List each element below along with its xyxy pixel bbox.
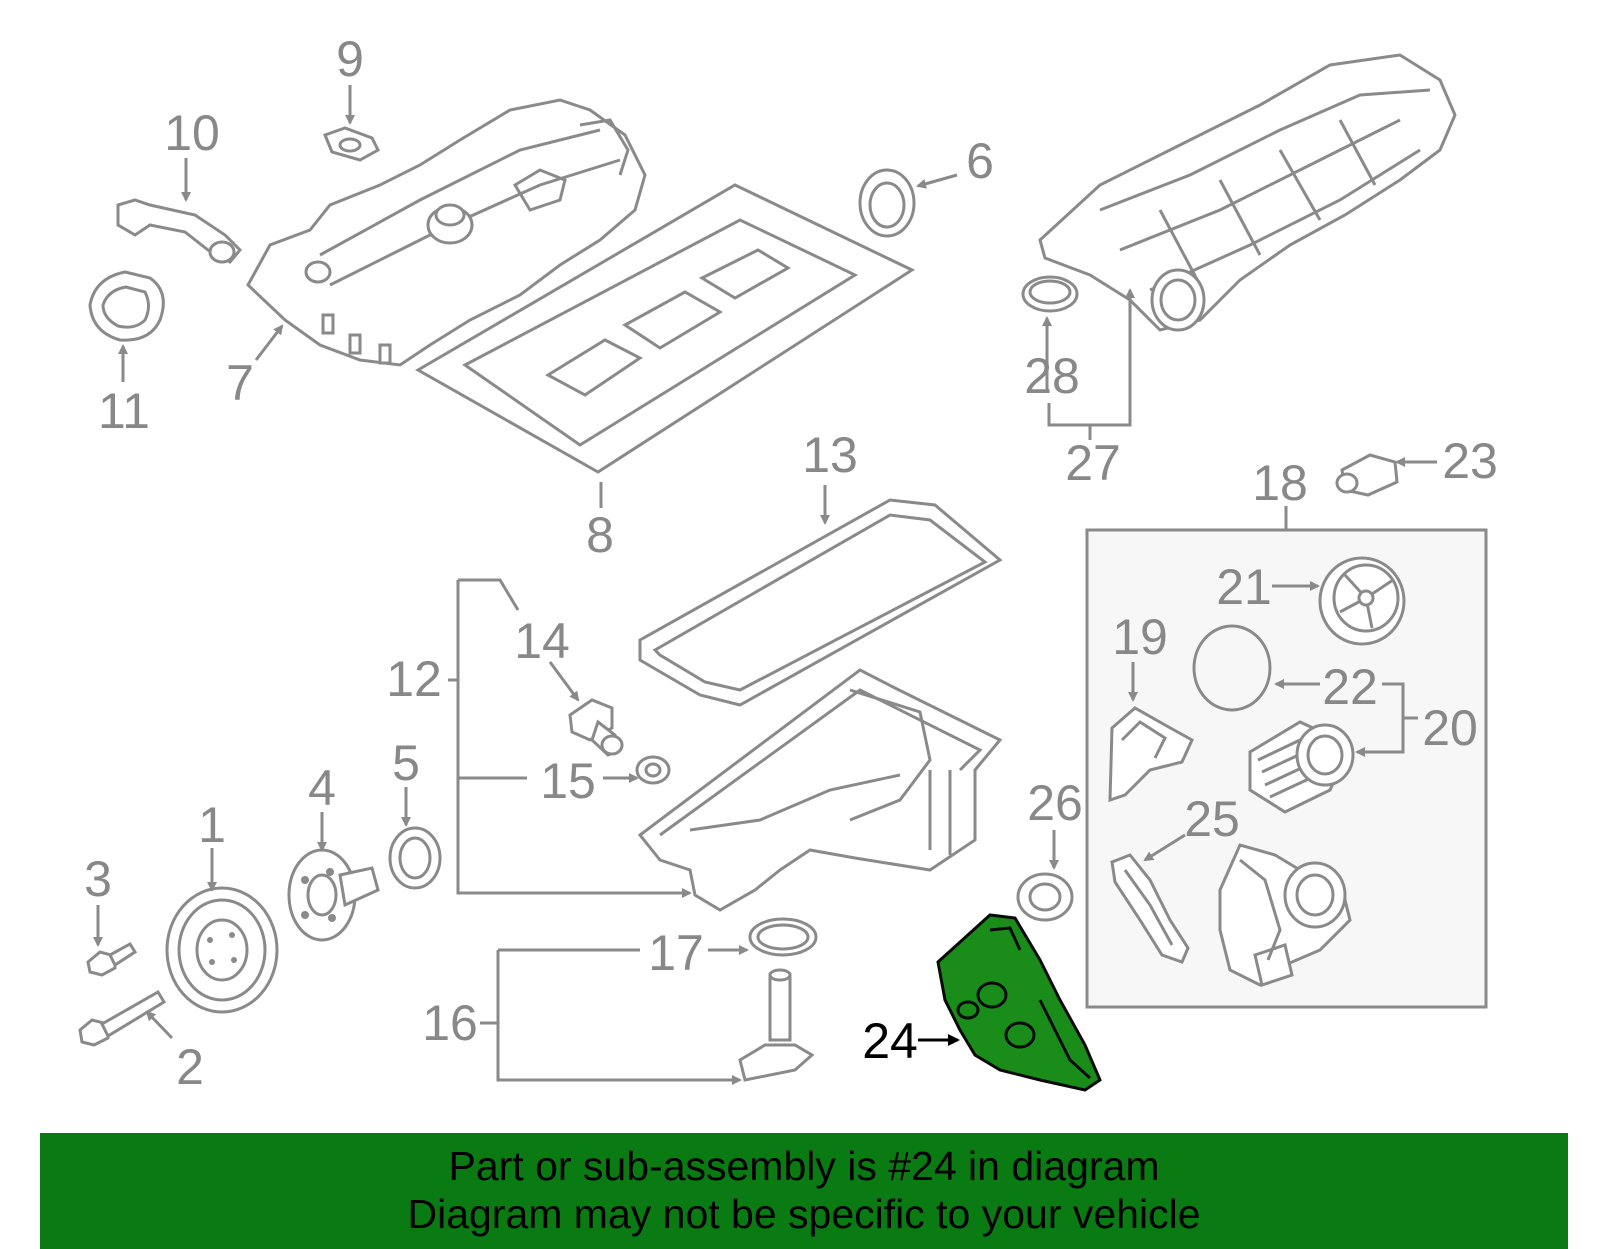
- callout-22: 22: [1322, 659, 1378, 715]
- callout-15: 15: [540, 753, 596, 809]
- part-22-o-ring: [1192, 624, 1272, 712]
- callout-1: 1: [198, 797, 226, 853]
- part-23-sensor: [1335, 453, 1399, 497]
- part-6-seal: [858, 168, 916, 238]
- part-20-filter-element: [1248, 720, 1355, 814]
- part-21-filter-cap: [1318, 556, 1406, 646]
- part-26-plug: [1016, 872, 1074, 922]
- part-27-intake-manifold: [1038, 53, 1457, 332]
- part-13-oil-pan-gasket: [638, 498, 1003, 707]
- part-1-pulley: [165, 886, 279, 1014]
- callout-28: 28: [1024, 348, 1080, 404]
- leader-lines: [93, 85, 1437, 1085]
- callout-26: 26: [1027, 775, 1083, 831]
- callout-13: 13: [802, 427, 858, 483]
- callout-7: 7: [226, 355, 254, 411]
- info-banner: Part or sub-assembly is #24 in diagram D…: [40, 1133, 1568, 1249]
- callout-16: 16: [422, 995, 478, 1051]
- callout-6: 6: [966, 133, 994, 189]
- callout-3: 3: [84, 851, 112, 907]
- callout-21: 21: [1216, 559, 1272, 615]
- part-11-seal: [88, 270, 165, 342]
- part-5-seal: [388, 826, 442, 890]
- part-3-bolt: [86, 942, 138, 977]
- callout-19: 19: [1112, 609, 1168, 665]
- callout-24: 24: [862, 1013, 918, 1069]
- callout-27: 27: [1065, 435, 1121, 491]
- callout-5: 5: [392, 735, 420, 791]
- callout-12: 12: [386, 651, 442, 707]
- part-9-gasket: [323, 126, 380, 162]
- part-28-seal-ring: [1021, 275, 1079, 313]
- banner-line-1: Part or sub-assembly is #24 in diagram: [448, 1143, 1160, 1189]
- part-10-breather-pipe: [116, 198, 243, 264]
- callout-8: 8: [586, 507, 614, 563]
- callout-17: 17: [648, 925, 704, 981]
- callout-11: 11: [98, 383, 150, 439]
- callout-18: 18: [1252, 455, 1308, 511]
- part-15-washer: [635, 755, 671, 785]
- part-14-drain-plug: [568, 698, 624, 757]
- callout-2: 2: [176, 1039, 204, 1095]
- callout-25: 25: [1184, 791, 1240, 847]
- part-25-gasket: [1110, 853, 1190, 964]
- callout-10: 10: [164, 105, 220, 161]
- part-2-bolt: [78, 989, 167, 1047]
- part-12-oil-pan: [637, 668, 1003, 912]
- banner-line-2: Diagram may not be specific to your vehi…: [407, 1191, 1201, 1237]
- callout-14: 14: [514, 613, 570, 669]
- callout-20: 20: [1422, 700, 1478, 756]
- part-16-sensor: [738, 968, 815, 1082]
- callout-labels: 1 2 3 4 5 6 7 8 9 10 11 12 13 14 15 16 1…: [84, 31, 1498, 1095]
- part-4-hub: [287, 848, 380, 942]
- callout-9: 9: [336, 31, 364, 87]
- part-19-gasket: [1108, 706, 1194, 803]
- part-7-valve-cover: [246, 98, 647, 367]
- part-24-highlighted: [936, 913, 1102, 1092]
- part-8-gasket-set: [414, 183, 916, 474]
- callout-23: 23: [1442, 433, 1498, 489]
- part-17-o-ring: [748, 917, 818, 957]
- callout-4: 4: [308, 760, 336, 816]
- part-filter-housing: [1218, 843, 1352, 987]
